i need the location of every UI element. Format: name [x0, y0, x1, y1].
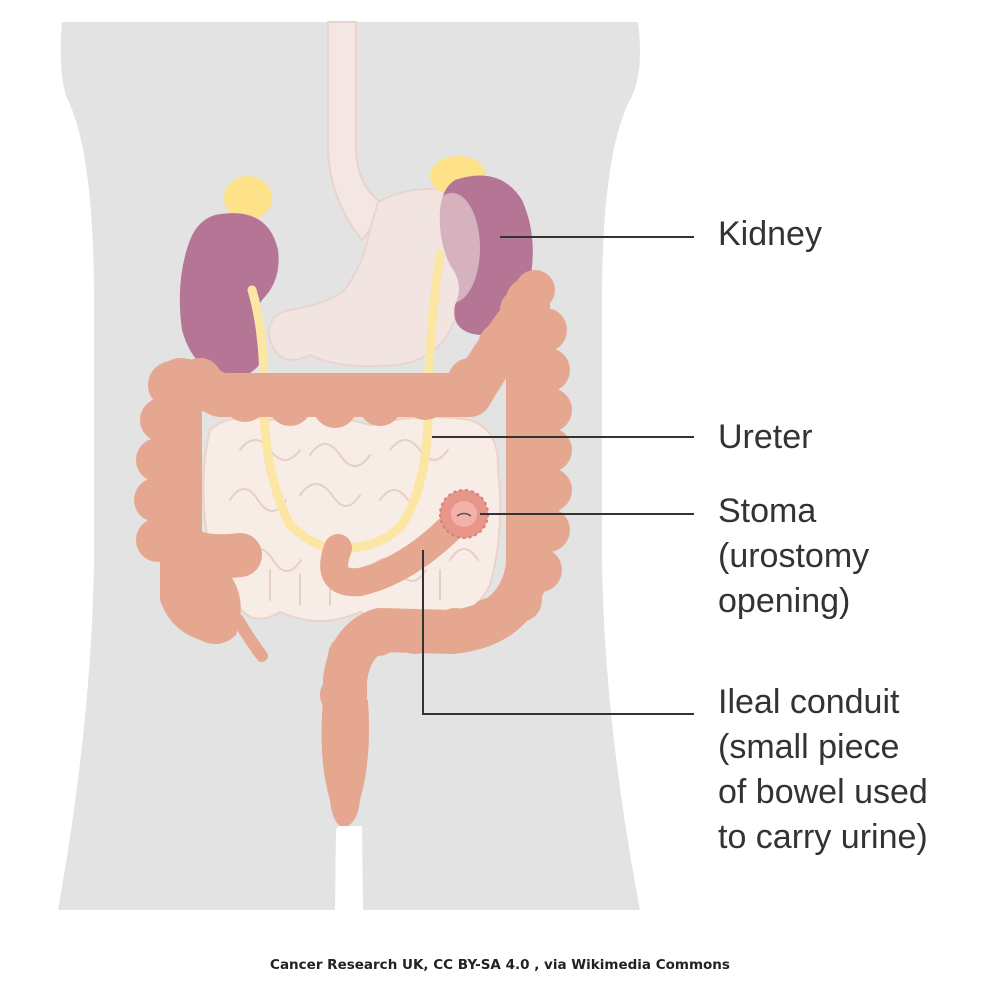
right-ureter: [340, 250, 445, 553]
colon-haustra: [134, 270, 572, 717]
stoma-label-line-2: (urostomy: [718, 537, 870, 575]
ileal-conduit-label: Ileal conduit (small piece of bowel used…: [718, 680, 928, 860]
ureter-label: Ureter: [718, 418, 813, 456]
appendix-region: [160, 560, 241, 644]
colon-rectum: [321, 700, 369, 826]
leg-gap: [338, 826, 362, 910]
ileal-conduit-label-line-4: to carry urine): [718, 818, 928, 856]
ileal-conduit-leader-line: [422, 550, 694, 715]
ileal-conduit-label-line-1: Ileal conduit: [718, 683, 900, 721]
left-adrenal-gland: [224, 176, 272, 220]
stoma-label-line-1: Stoma: [718, 492, 817, 530]
image-credit: Cancer Research UK, CC BY-SA 4.0 , via W…: [270, 957, 730, 973]
ileal-conduit-label-line-2: (small piece: [718, 728, 900, 766]
appendix: [232, 614, 268, 662]
ileal-conduit: [320, 506, 472, 597]
ileal-conduit-label-line-3: of bowel used: [718, 773, 928, 811]
large-intestine: [134, 270, 572, 826]
left-kidney: [179, 213, 279, 378]
stoma-label: Stoma (urostomy opening): [718, 489, 869, 624]
leader-lines: [422, 236, 694, 715]
kidney-label: Kidney: [718, 215, 822, 253]
stoma-label-line-3: opening): [718, 582, 851, 620]
left-ureter: [247, 285, 345, 554]
